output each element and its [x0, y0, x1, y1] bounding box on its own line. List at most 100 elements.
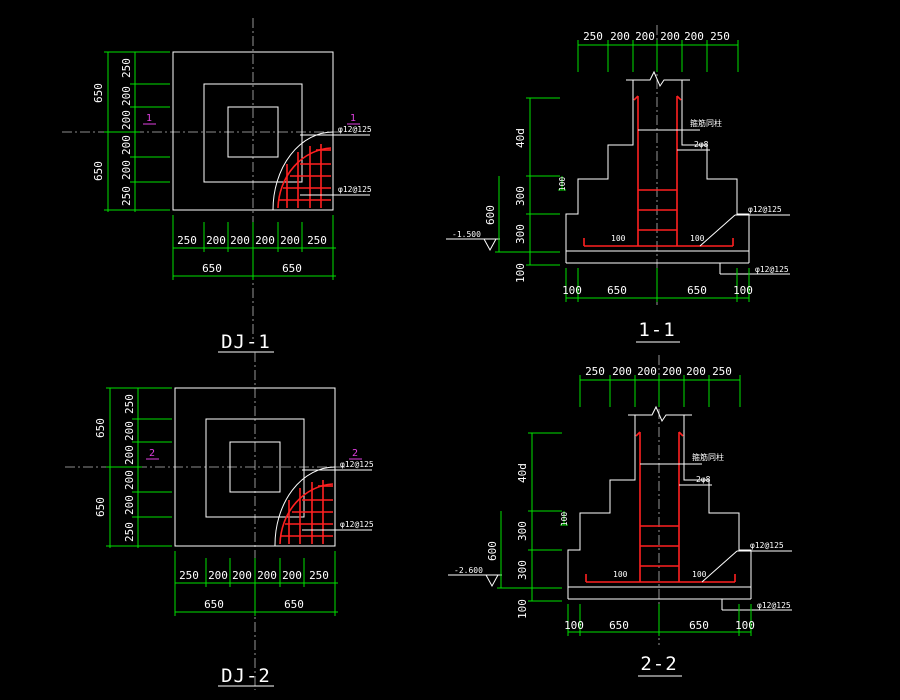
dim-left-2: 200: [120, 86, 133, 106]
rebar-label-bottom: φ12@125: [338, 185, 372, 194]
dim-bottom-big-2: 650: [284, 598, 304, 611]
plan-dj1: φ12@125 φ12@125 1 1 250 200 200 200 200 …: [62, 18, 372, 353]
dim-top-6: 250: [712, 365, 732, 378]
dim-top-2: 200: [610, 30, 630, 43]
left-dimension-chain: [497, 432, 568, 602]
dim-top-4: 200: [662, 365, 682, 378]
dim-top-5: 200: [684, 30, 704, 43]
dim-top-6: 250: [710, 30, 730, 43]
dim-left-big-1: 650: [94, 418, 107, 438]
hook-label-left: 100: [613, 570, 628, 579]
footing-section-outline: [565, 80, 750, 252]
dim-bottom-1: 100: [564, 619, 584, 632]
rebar-bottom-label: φ12@125: [755, 265, 789, 274]
dim-left-big-2: 650: [92, 161, 105, 181]
rebar-detail-quarter: [272, 131, 334, 211]
dim-left-4: 200: [120, 135, 133, 155]
step-outline: [205, 418, 305, 518]
dim-bottom-3: 650: [687, 284, 707, 297]
left-dimension-chain: [106, 387, 172, 548]
dim-step-100: 100: [560, 512, 569, 527]
dim-left-300a: 300: [514, 186, 527, 206]
bars-note: 2φ8: [694, 140, 709, 149]
dim-left-300b: 300: [516, 560, 529, 580]
dim-bottom-5: 200: [282, 569, 302, 582]
dim-bottom-big-2: 650: [282, 262, 302, 275]
dim-bottom-5: 200: [280, 234, 300, 247]
dim-bottom-1: 250: [177, 234, 197, 247]
section-mark-left: 2: [149, 448, 155, 459]
dim-bottom-3: 650: [689, 619, 709, 632]
rebar-bottom-label: φ12@125: [757, 601, 791, 610]
leader-rebar-mid: [701, 550, 738, 583]
bars-note: 2φ8: [696, 475, 711, 484]
dim-bottom-2: 200: [208, 569, 228, 582]
dim-left-3: 200: [123, 445, 136, 465]
dim-top-5: 200: [686, 365, 706, 378]
rebar-label-top: φ12@125: [340, 460, 374, 469]
plan-title: DJ-1: [221, 331, 271, 353]
dim-left-big-2: 650: [94, 497, 107, 517]
dim-bottom-2: 200: [206, 234, 226, 247]
bottom-dimension-chain: [565, 268, 750, 302]
dim-left-100: 100: [514, 263, 527, 283]
section-2-2: 250 200 200 200 200 250 箍筋同柱 2φ8 φ12@125: [448, 355, 792, 677]
rebar-cage: [583, 95, 734, 247]
leader-rebar-mid: [699, 214, 736, 247]
section-title: 1-1: [638, 319, 675, 341]
stirrup-note: 箍筋同柱: [692, 452, 724, 462]
break-line: [628, 405, 692, 423]
section-title: 2-2: [640, 653, 677, 675]
dim-left-5: 200: [123, 495, 136, 515]
dim-top-1: 250: [585, 365, 605, 378]
top-dimension-chain: [579, 375, 741, 407]
hook-label-left: 100: [611, 234, 626, 243]
dim-bottom-2: 650: [609, 619, 629, 632]
left-dimension-chain: [495, 97, 566, 266]
footing-outline: [172, 51, 334, 211]
dim-top-4: 200: [660, 30, 680, 43]
dim-bottom-4: 100: [735, 619, 755, 632]
rebar-label-bottom: φ12@125: [340, 520, 374, 529]
dim-bottom-big-1: 650: [204, 598, 224, 611]
dim-step-100: 100: [558, 177, 567, 192]
dim-bottom-3: 200: [230, 234, 250, 247]
dim-left-300a: 300: [516, 521, 529, 541]
dim-top-1: 250: [583, 30, 603, 43]
dim-left-100: 100: [516, 599, 529, 619]
plan-dj2: φ12@125 φ12@125 2 2 250 200 200 200 200 …: [65, 352, 374, 690]
dim-left-1: 250: [123, 394, 136, 414]
dim-left-3: 200: [120, 110, 133, 130]
dim-bottom-4: 100: [733, 284, 753, 297]
dim-bottom-1: 250: [179, 569, 199, 582]
rebar-cage: [585, 431, 736, 583]
bottom-dimension-chain: [174, 551, 338, 616]
break-line: [626, 70, 690, 88]
rebar-mid-label: φ12@125: [750, 541, 784, 550]
dim-bottom-3: 200: [232, 569, 252, 582]
column-outline: [229, 441, 281, 493]
dim-bottom-4: 200: [255, 234, 275, 247]
dim-left-40d: 40d: [516, 463, 529, 483]
dim-left-1: 250: [120, 58, 133, 78]
elevation-triangle: [485, 574, 499, 588]
dim-bottom-6: 250: [307, 234, 327, 247]
footing-section-outline: [567, 415, 752, 588]
dim-bottom-2: 650: [607, 284, 627, 297]
elevation-triangle: [483, 238, 497, 252]
dim-left-big-1: 650: [92, 83, 105, 103]
dim-bottom-1: 100: [562, 284, 582, 297]
left-dimension-chain: [104, 51, 170, 212]
dim-left-2: 200: [123, 421, 136, 441]
dim-overall-600: 600: [484, 205, 497, 225]
hook-label-right: 100: [692, 570, 707, 579]
elevation-text: -2.600: [454, 566, 483, 575]
step-outline: [203, 83, 303, 183]
bottom-dimension-chain: [172, 215, 336, 280]
section-mark-left: 1: [146, 113, 152, 124]
dim-bottom-big-1: 650: [202, 262, 222, 275]
dim-left-6: 250: [120, 186, 133, 206]
column-outline: [227, 106, 279, 158]
dim-left-5: 200: [120, 160, 133, 180]
stirrup-note: 箍筋同柱: [690, 118, 722, 128]
